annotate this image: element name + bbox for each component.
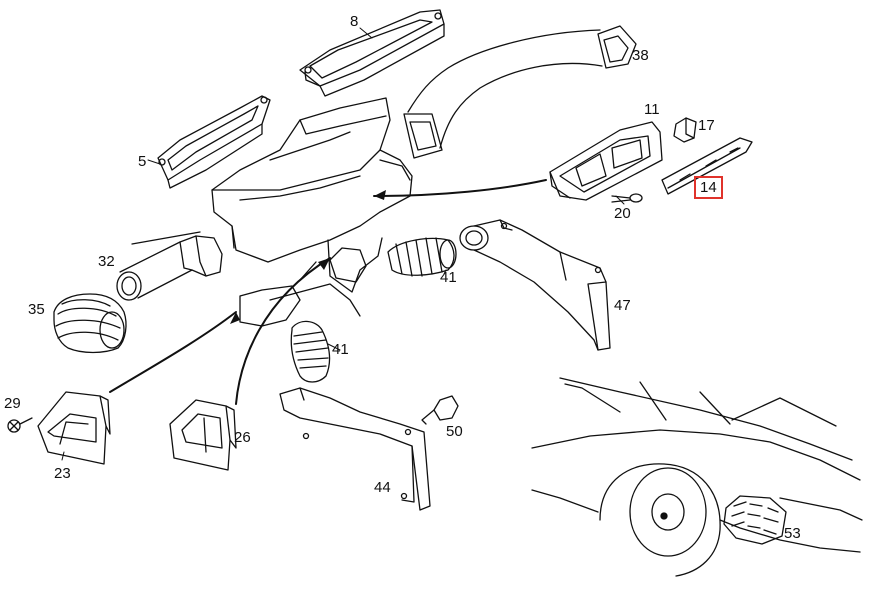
car-body-outline	[531, 377, 863, 577]
callout-41-upper[interactable]: 41	[440, 269, 457, 286]
callout-29[interactable]: 29	[4, 395, 21, 412]
callout-41-lower[interactable]: 41	[332, 341, 349, 358]
arrow-heads	[230, 190, 386, 324]
arrow-bracket26-to-housing	[235, 257, 331, 405]
callout-32[interactable]: 32	[98, 253, 115, 270]
callout-14[interactable]: 14	[694, 176, 723, 199]
part-17-clip[interactable]	[673, 117, 697, 143]
part-29-clip[interactable]	[7, 417, 33, 433]
callout-17[interactable]: 17	[698, 117, 715, 134]
part-38-air-duct[interactable]	[403, 25, 637, 159]
callout-26[interactable]: 26	[234, 429, 251, 446]
callout-11[interactable]: 11	[644, 101, 660, 118]
callout-20[interactable]: 20	[614, 205, 631, 222]
part-20-screw[interactable]	[611, 193, 643, 203]
part-11-vent-outlet[interactable]	[549, 121, 663, 201]
part-47-side-duct[interactable]	[459, 219, 611, 351]
part-14-trim-strip[interactable]	[661, 137, 753, 195]
callout-38[interactable]: 38	[632, 47, 649, 64]
part-26-bracket[interactable]	[169, 399, 237, 471]
callout-35[interactable]: 35	[28, 301, 45, 318]
callout-44[interactable]: 44	[374, 479, 391, 496]
part-5-duct-frame[interactable]	[157, 95, 271, 189]
part-32-hose-connector[interactable]	[116, 231, 223, 301]
part-8-duct-frame[interactable]	[299, 9, 445, 97]
heater-housing[interactable]	[211, 97, 413, 327]
leader-lines	[61, 27, 625, 461]
part-41-hose-upper[interactable]	[387, 237, 457, 277]
arrow-vent-to-housing	[373, 179, 547, 197]
callout-23[interactable]: 23	[54, 465, 71, 482]
callout-50[interactable]: 50	[446, 423, 463, 440]
callout-8[interactable]: 8	[350, 13, 359, 30]
callout-47[interactable]: 47	[614, 297, 631, 314]
part-23-bracket[interactable]	[37, 391, 111, 465]
callout-53[interactable]: 53	[784, 525, 801, 542]
callout-5[interactable]: 5	[138, 153, 147, 170]
part-50-bolt[interactable]	[421, 395, 459, 425]
assembly-arrows	[109, 179, 547, 405]
part-41-hose-lower[interactable]	[290, 320, 331, 383]
part-53-grille[interactable]	[723, 495, 787, 545]
part-44-floor-duct[interactable]	[279, 387, 431, 511]
part-35-corrugated-hose[interactable]	[53, 293, 127, 354]
arrow-bracket23-to-housing	[109, 311, 237, 393]
